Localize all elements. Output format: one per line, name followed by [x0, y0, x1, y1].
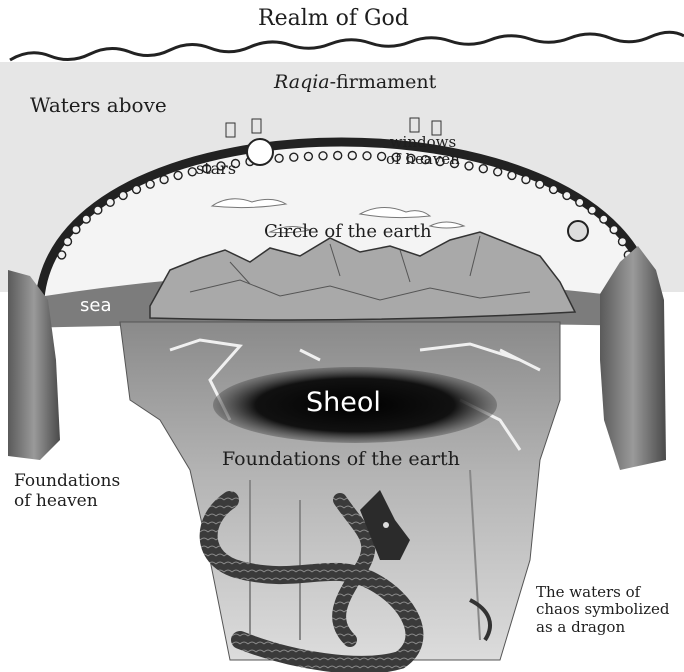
- stars-label: stars: [196, 160, 236, 178]
- star-stud: [304, 152, 312, 160]
- star-stud: [290, 153, 298, 161]
- chaos-line-3: as a dragon: [536, 619, 670, 636]
- star-stud: [536, 180, 544, 188]
- firmament-label: Raqia-firmament: [274, 72, 436, 94]
- foundations-of-earth-label: Foundations of the earth: [222, 449, 460, 471]
- star-stud: [378, 152, 386, 160]
- star-stud: [522, 176, 530, 184]
- star-stud: [133, 185, 141, 193]
- star-stud: [588, 206, 596, 214]
- star-stud: [600, 215, 608, 223]
- windows-line-2: of heaven: [386, 151, 460, 168]
- star-stud: [576, 198, 584, 206]
- star-stud: [64, 238, 72, 246]
- window-of-heaven-3: [410, 118, 419, 132]
- star-stud: [119, 191, 127, 199]
- firmament-term: -firmament: [330, 71, 437, 93]
- moon: [568, 221, 588, 241]
- star-stud: [619, 238, 627, 246]
- window-of-heaven-1: [226, 123, 235, 137]
- star-stud: [465, 162, 473, 170]
- sheol-label: Sheol: [306, 387, 381, 418]
- realm-of-god-label: Realm of God: [258, 6, 409, 31]
- windows-line-1: windows: [390, 134, 456, 151]
- star-stud: [494, 168, 502, 176]
- foundations-heaven-line-2: of heaven: [14, 492, 120, 512]
- star-stud: [72, 226, 80, 234]
- star-stud: [334, 152, 342, 160]
- star-stud: [275, 154, 283, 162]
- foundations-of-heaven-label: Foundations of heaven: [14, 472, 120, 511]
- star-stud: [319, 152, 327, 160]
- star-stud: [82, 215, 90, 223]
- star-stud: [563, 191, 571, 199]
- star-stud: [550, 185, 558, 193]
- raqia-term: Raqia: [274, 71, 330, 93]
- star-stud: [363, 152, 371, 160]
- realm-boundary-wave: [10, 32, 684, 60]
- window-of-heaven-2: [252, 119, 261, 133]
- star-stud: [508, 171, 516, 179]
- circle-of-earth-label: Circle of the earth: [264, 222, 432, 243]
- star-stud: [174, 171, 182, 179]
- chaos-dragon-label: The waters of chaos symbolized as a drag…: [536, 584, 670, 636]
- foundations-heaven-line-1: Foundations: [14, 472, 120, 492]
- star-stud: [58, 251, 66, 259]
- sea-label: sea: [80, 296, 111, 317]
- waters-above-label: Waters above: [30, 94, 167, 117]
- chaos-line-2: chaos symbolized: [536, 601, 670, 618]
- star-stud: [94, 206, 102, 214]
- chaos-line-1: The waters of: [536, 584, 670, 601]
- star-stud: [479, 165, 487, 173]
- star-stud: [106, 198, 114, 206]
- star-stud: [160, 176, 168, 184]
- right-cliff: [600, 246, 666, 470]
- star-stud: [348, 152, 356, 160]
- star-stud: [146, 180, 154, 188]
- star-stud: [610, 226, 618, 234]
- windows-of-heaven-label: windows of heaven: [386, 134, 460, 169]
- sun: [247, 139, 273, 165]
